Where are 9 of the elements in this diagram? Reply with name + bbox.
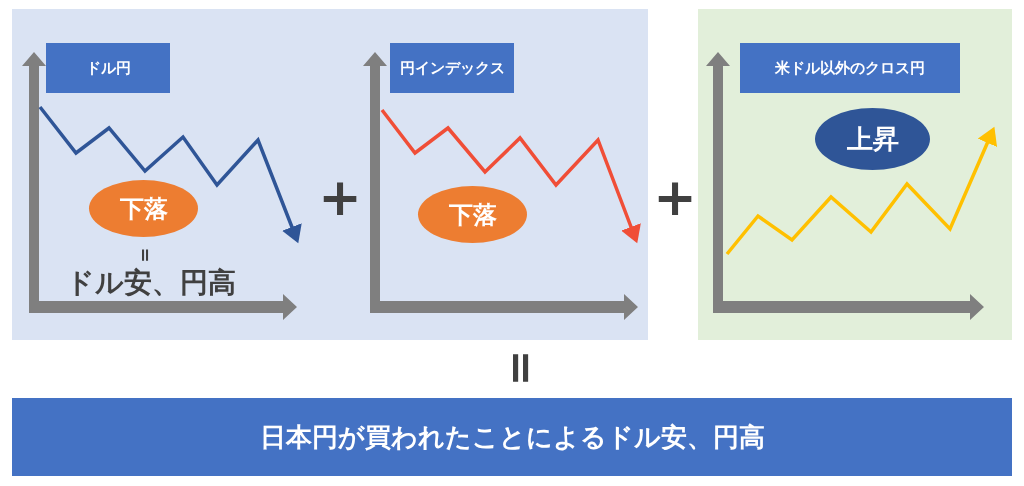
title-box: 円インデックス	[390, 43, 514, 93]
title-box: 米ドル以外のクロス円	[740, 43, 960, 93]
plus-sign: +	[653, 171, 697, 223]
plus-sign: +	[318, 171, 362, 223]
equals-sign: =	[500, 349, 544, 387]
result-text: ドル安、円高	[66, 269, 236, 297]
title-box: ドル円	[46, 43, 170, 93]
banner: 日本円が買われたことによるドル安、円高	[12, 398, 1012, 476]
equals-sign: =	[136, 247, 154, 263]
